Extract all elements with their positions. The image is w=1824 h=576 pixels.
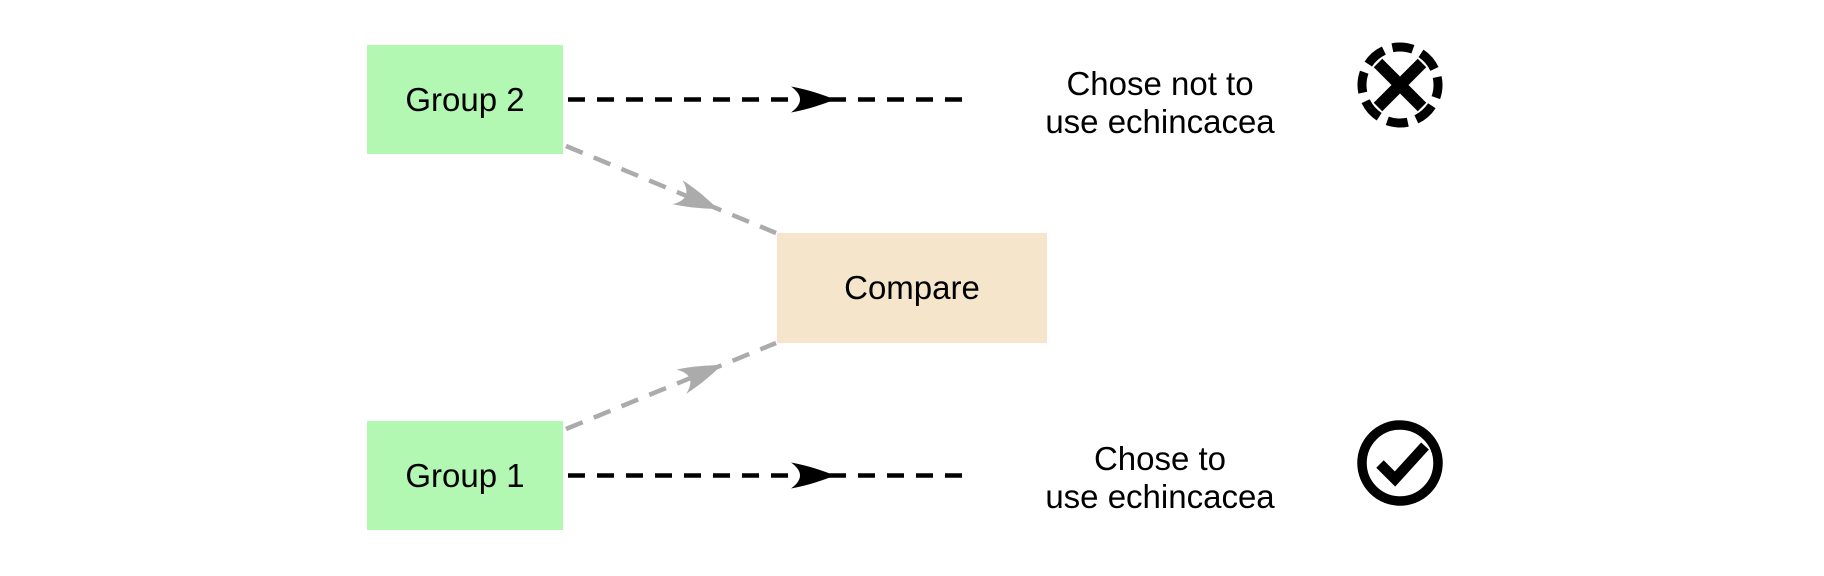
arrowhead-icon	[791, 86, 835, 113]
outcome-label-not-use: Chose not to use echincacea	[1045, 65, 1275, 140]
node-compare-label: Compare	[844, 269, 980, 306]
node-group2: Group 2	[367, 45, 563, 154]
connector-group1-to-use	[568, 462, 962, 489]
node-group1: Group 1	[367, 421, 563, 530]
dashed-circle-x-icon	[1357, 42, 1443, 128]
dashed-line	[565, 340, 777, 432]
node-compare: Compare	[777, 233, 1047, 343]
node-group2-label: Group 2	[405, 80, 525, 118]
arrowhead-icon	[672, 180, 723, 222]
node-group1-label: Group 1	[405, 456, 525, 494]
arrowhead-icon	[791, 462, 835, 489]
arrowhead-icon	[676, 352, 727, 394]
check-stroke	[1376, 442, 1429, 487]
connector-group2-to-compare	[565, 143, 777, 236]
circle-check-icon	[1357, 420, 1443, 506]
x-stroke	[1373, 58, 1427, 112]
solid-circle	[1357, 420, 1443, 506]
connector-group2-to-not-use	[568, 86, 962, 113]
outcome-label-use: Chose to use echincacea	[1045, 440, 1275, 515]
connector-group1-to-compare	[565, 340, 777, 432]
dashed-line	[565, 143, 777, 236]
